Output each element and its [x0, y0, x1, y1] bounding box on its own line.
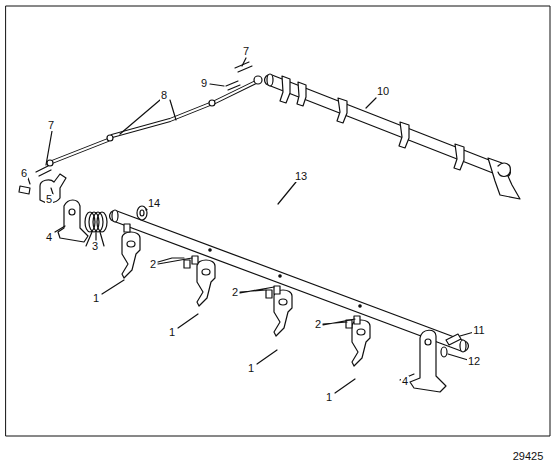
callout-number: 12: [467, 356, 481, 367]
callout-number: 9: [200, 78, 208, 89]
callout-number: 2: [314, 319, 322, 330]
callout-number: 7: [242, 46, 250, 57]
callout-number: 11: [472, 325, 485, 336]
callout-number: 1: [92, 293, 100, 304]
callout-number: 5: [45, 194, 53, 205]
callout-number: 2: [149, 259, 157, 270]
callout-number: 7: [47, 120, 55, 131]
callout-number: 10: [376, 86, 390, 97]
callout-number: 1: [325, 392, 333, 403]
callout-number: 14: [147, 198, 161, 209]
callout-number: 1: [168, 327, 176, 338]
callout-number: 13: [294, 171, 308, 182]
callout-number: 8: [160, 90, 168, 101]
callout-number: 6: [20, 168, 28, 179]
callout-number: 3: [91, 241, 99, 252]
figure-number: 29425: [512, 451, 545, 462]
callout-number: 4: [45, 232, 53, 243]
callout-number: 4: [401, 376, 409, 387]
callout-number: 1: [247, 363, 255, 374]
callout-number: 2: [231, 287, 239, 298]
